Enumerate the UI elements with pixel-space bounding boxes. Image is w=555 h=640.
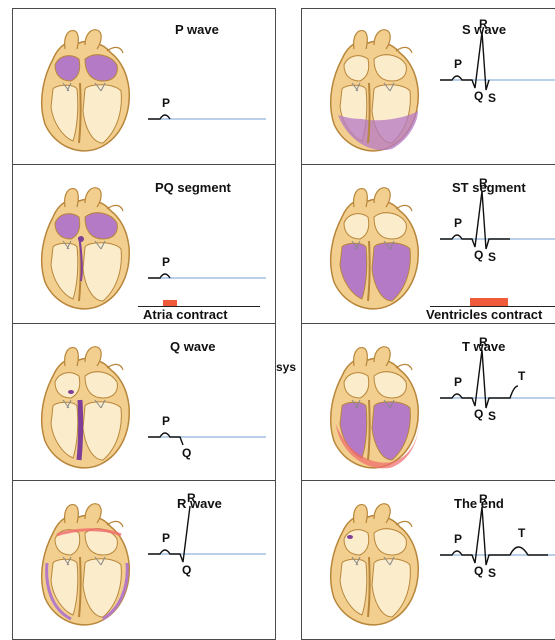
side-label: sys: [276, 360, 296, 374]
ventricles-contract-bar: [470, 298, 508, 306]
r-label: R: [479, 492, 488, 506]
aorta: [65, 348, 79, 366]
t-label: T: [518, 369, 526, 383]
panel-pq-segment: PQ segment P Atria contract: [12, 164, 276, 324]
p-label: P: [162, 96, 170, 110]
panel-s-wave: S wave PQRS: [301, 8, 555, 165]
ecg-waveform: [440, 191, 510, 249]
aorta: [354, 505, 368, 523]
ecg-trace: P: [138, 64, 268, 164]
heart-illustration: [312, 336, 432, 476]
heart-illustration: [312, 19, 432, 159]
p-label: P: [454, 532, 462, 546]
ecg-trace: PQR: [138, 499, 268, 599]
s-label: S: [488, 91, 496, 105]
heart-illustration: [312, 177, 432, 317]
panel-p-wave: P wave P: [12, 8, 276, 165]
p-label: P: [162, 531, 170, 545]
s-label: S: [488, 250, 496, 264]
panel-title: P wave: [175, 22, 219, 37]
panel-title: Q wave: [170, 339, 216, 354]
heart-illustration: [312, 493, 432, 633]
av-node: [68, 390, 74, 394]
s-label: S: [488, 566, 496, 580]
r-label: R: [479, 335, 488, 349]
heart-illustration: [23, 19, 143, 159]
aorta: [354, 348, 368, 366]
aorta: [354, 189, 368, 207]
heart-illustration: [23, 493, 143, 633]
ecg-waveform: [440, 350, 518, 408]
q-label: Q: [182, 563, 191, 577]
ecg-waveform: [148, 274, 170, 278]
ecg-waveform: [440, 32, 489, 90]
q-label: Q: [474, 248, 483, 262]
panel-title: PQ segment: [155, 180, 231, 195]
q-label: Q: [474, 407, 483, 421]
s-label: S: [488, 409, 496, 423]
aorta: [354, 31, 368, 49]
av-node: [78, 236, 84, 242]
atria-contract-label: Atria contract: [143, 307, 228, 322]
aorta: [65, 189, 79, 207]
panel-t-wave: T wave PQRST: [301, 323, 555, 481]
ecg-trace: PQRST: [430, 343, 555, 443]
heart-illustration: [23, 177, 143, 317]
p-label: P: [162, 255, 170, 269]
aorta: [65, 31, 79, 49]
p-label: P: [454, 57, 462, 71]
ecg-trace: PQ: [138, 382, 268, 482]
p-label: P: [454, 375, 462, 389]
aorta: [65, 505, 79, 523]
q-label: Q: [474, 89, 483, 103]
r-label: R: [479, 17, 488, 31]
t-label: T: [518, 526, 526, 540]
r-label: R: [187, 491, 196, 505]
r-label: R: [479, 176, 488, 190]
sa-node: [347, 535, 353, 539]
ventricles-contract-label: Ventricles contract: [426, 307, 542, 322]
q-label: Q: [474, 564, 483, 578]
panel-q-wave: Q wave PQ: [12, 323, 276, 481]
q-label: Q: [182, 446, 191, 460]
p-label: P: [162, 414, 170, 428]
p-label: P: [454, 216, 462, 230]
ecg-waveform: [148, 433, 183, 445]
septum: [79, 400, 81, 460]
heart-illustration: [23, 336, 143, 476]
